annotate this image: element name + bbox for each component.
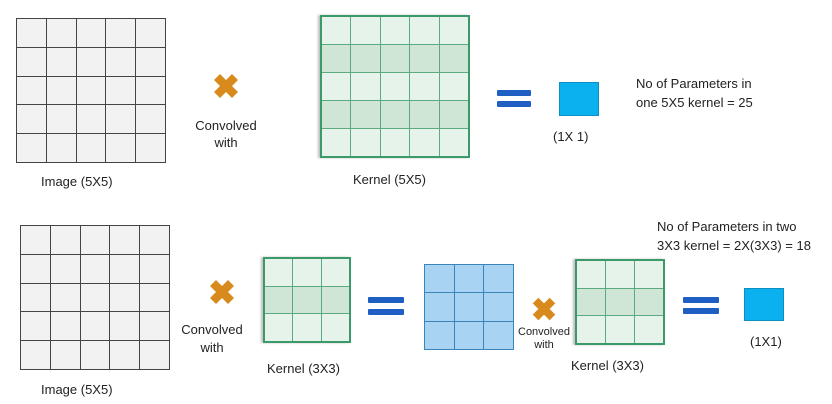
output-label-bottom: (1X1): [750, 334, 782, 349]
equals-icon: [368, 297, 404, 315]
kernel-3x3-grid-2: [575, 259, 665, 345]
kernel-3x3-grid-1: [263, 257, 351, 343]
kernel-5x5-grid: [320, 15, 470, 158]
multiply-icon: [214, 74, 238, 98]
parameter-note-top: No of Parameters in one 5X5 kernel = 25: [636, 76, 753, 110]
input-image-grid-top: [16, 18, 166, 163]
operation-label-top: Convolved with: [195, 118, 257, 150]
image-label-top: Image (5X5): [41, 174, 113, 189]
equals-icon: [683, 297, 719, 314]
output-cell-bottom: [744, 288, 784, 321]
equals-icon: [497, 90, 531, 107]
multiply-icon: [210, 280, 234, 304]
parameter-note-bottom: No of Parameters in two 3X3 kernel = 2X(…: [657, 219, 811, 253]
operation-label-bottom-2: Convolved with: [518, 326, 570, 351]
output-label-top: (1X 1): [553, 129, 589, 144]
output-cell-top: [559, 82, 599, 116]
multiply-icon: [532, 297, 556, 321]
kernel-label-bottom-1: Kernel (3X3): [267, 361, 340, 376]
kernel-label-bottom-2: Kernel (3X3): [571, 358, 644, 373]
kernel-label-top: Kernel (5X5): [353, 172, 426, 187]
image-label-bottom: Image (5X5): [41, 382, 113, 397]
input-image-grid-bottom: [20, 225, 170, 370]
intermediate-3x3-grid: [424, 264, 514, 350]
operation-label-bottom-1: Convolved with: [181, 322, 243, 355]
